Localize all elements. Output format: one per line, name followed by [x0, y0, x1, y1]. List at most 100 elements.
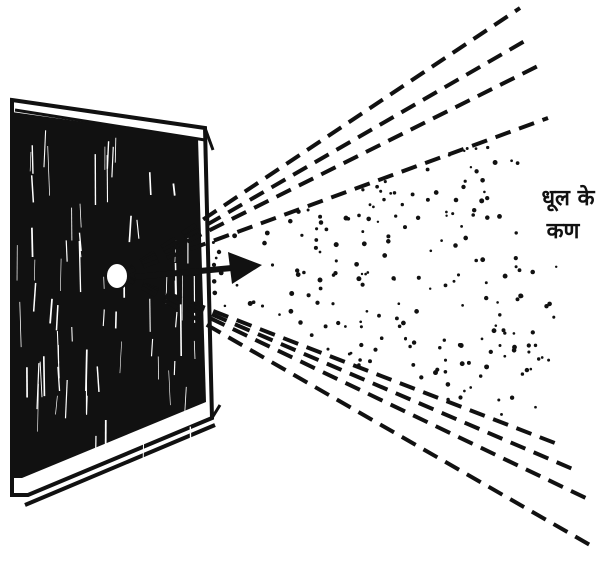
dust-particle — [485, 281, 488, 284]
dust-particle — [495, 324, 498, 327]
dust-particle — [318, 215, 322, 219]
dust-particle — [300, 234, 303, 237]
dust-particle — [498, 313, 501, 316]
dust-particle — [527, 343, 531, 347]
dust-particle — [461, 304, 464, 307]
dust-particle — [364, 273, 367, 276]
dust-particle — [460, 225, 463, 228]
dust-particle — [314, 238, 318, 242]
pinhole — [106, 263, 128, 289]
dust-particle — [319, 251, 322, 254]
dust-particle — [416, 216, 420, 220]
dust-particle — [516, 161, 520, 165]
shutter-streak — [143, 438, 144, 474]
dust-particle — [397, 302, 400, 305]
dust-particle — [411, 192, 415, 196]
dust-particle — [493, 160, 498, 165]
dust-particle — [307, 209, 310, 212]
dust-particle — [361, 283, 365, 287]
dust-particle — [466, 147, 469, 150]
dust-particle — [433, 370, 438, 375]
dust-particle — [544, 304, 548, 308]
dust-particle — [324, 324, 328, 328]
shutter-streak — [32, 228, 33, 257]
shutter-streak — [174, 361, 175, 375]
dust-particle — [530, 368, 533, 371]
dust-particle — [212, 279, 217, 284]
dust-particle — [357, 214, 361, 218]
dust-particle — [393, 191, 396, 194]
dust-particle — [485, 196, 489, 200]
dust-particle — [521, 372, 524, 375]
dust-particle — [454, 198, 459, 203]
dust-particle — [444, 284, 448, 288]
dust-particle — [516, 297, 520, 301]
dust-particle — [334, 242, 339, 247]
dust-particle — [336, 321, 340, 325]
dust-particle — [475, 147, 478, 150]
dust-particle — [537, 357, 540, 360]
dust-particle — [315, 227, 318, 230]
dust-particle — [497, 214, 502, 219]
dust-particle — [314, 246, 318, 250]
dust-particle — [377, 314, 381, 318]
dust-particle — [298, 320, 303, 325]
dust-particle — [463, 390, 466, 393]
dust-particle — [295, 268, 299, 272]
dust-particle — [375, 185, 379, 189]
dust-particle — [458, 343, 462, 347]
dust-particle — [289, 309, 294, 314]
dust-particle — [384, 180, 387, 183]
dust-particle — [513, 332, 516, 335]
dust-particle — [458, 395, 462, 399]
dust-particle — [361, 230, 364, 233]
dust-particle — [393, 278, 396, 281]
dust-particle — [489, 350, 493, 354]
dust-particle — [484, 296, 488, 300]
dust-particle — [262, 241, 267, 246]
dust-particle — [394, 214, 397, 217]
shutter-streak — [115, 138, 116, 163]
dust-particle — [479, 374, 482, 377]
dust-particle — [380, 336, 384, 340]
dust-particle — [445, 211, 448, 214]
dust-particle — [401, 203, 404, 206]
dust-particle — [382, 198, 385, 201]
dust-particle — [356, 276, 361, 281]
dust-particles-label-line1: धूल के — [522, 183, 614, 215]
dust-particle — [451, 212, 454, 215]
dust-particle — [333, 271, 337, 275]
dust-particle — [373, 348, 377, 352]
dust-particle — [232, 233, 237, 238]
dust-particle — [474, 259, 478, 263]
dust-particle — [386, 239, 391, 244]
dust-particle — [552, 316, 555, 319]
dust-particle — [252, 300, 256, 304]
dust-particle — [446, 382, 451, 387]
dust-particle — [236, 284, 239, 287]
dust-particle — [359, 320, 362, 323]
dust-particle — [464, 180, 467, 183]
dust-particle — [534, 406, 537, 409]
dust-particle — [382, 253, 387, 258]
dust-particle — [331, 302, 334, 305]
dust-particle — [288, 219, 293, 224]
dust-particle — [302, 271, 306, 275]
dust-particle — [453, 280, 456, 283]
dust-particle — [440, 239, 443, 242]
shutter-streak — [150, 172, 151, 195]
shutter-streak — [175, 263, 176, 295]
dust-particle — [335, 259, 338, 262]
shutter-streak — [32, 145, 33, 173]
dust-particle — [510, 159, 513, 162]
dust-particle — [541, 356, 544, 359]
dust-particle — [372, 206, 375, 209]
dust-particle — [360, 325, 363, 328]
dust-particle — [212, 241, 215, 244]
dust-particle — [518, 293, 523, 298]
dust-particle — [403, 225, 407, 229]
dust-particle — [326, 348, 329, 351]
dust-particle — [446, 398, 450, 402]
dust-particle — [366, 271, 369, 274]
